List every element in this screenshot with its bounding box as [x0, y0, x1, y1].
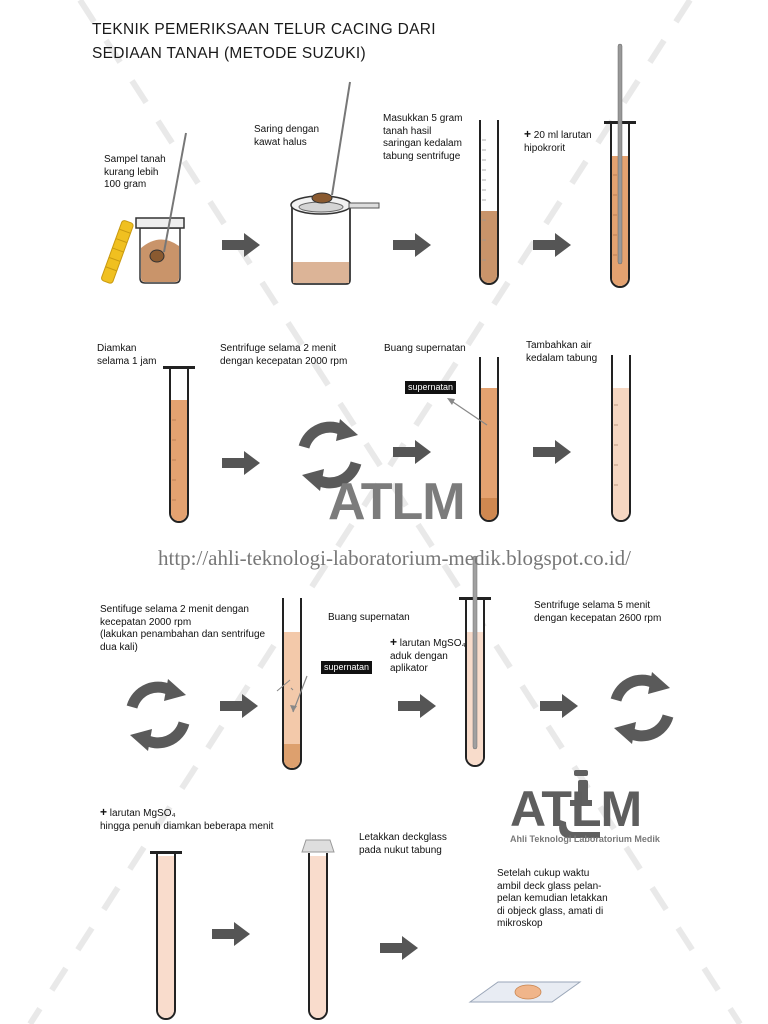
- label-soil-sample: Sampel tanah kurang lebih 100 gram: [104, 154, 166, 190]
- title-line-2: SEDIAAN TANAH (METODE SUZUKI): [92, 45, 366, 62]
- dashed-watermark-lines: [27, 0, 743, 1024]
- label-observe-microscope: Setelah cukup waktu ambil deck glass pel…: [497, 868, 608, 929]
- label-rest-1-hour: Diamkan selama 1 jam: [97, 343, 157, 367]
- test-tube-5g-soil: [479, 120, 499, 285]
- plus-icon: +: [100, 805, 108, 819]
- title-line-1: TEKNIK PEMERIKSAAN TELUR CACING DARI: [92, 21, 436, 38]
- sieve-beaker-illustration: [290, 81, 380, 285]
- test-tube-mgso4-stirred: [459, 555, 491, 767]
- watermark-center-logo: ATLM: [328, 473, 466, 531]
- test-tube-supernatant: [447, 357, 499, 522]
- watermark-url: http://ahli-teknologi-laboratorium-medik…: [158, 546, 632, 570]
- label-mgso4-stir: + larutan MgSO₄ aduk dengan aplikator: [390, 635, 466, 674]
- label-mgso4-full: + larutan MgSO₄ hingga penuh diamkan beb…: [100, 805, 274, 832]
- label-discard-supernatant: Buang supernatan: [384, 343, 466, 354]
- supernatant-tag: supernatan: [405, 381, 457, 394]
- microscope-logo-icon: [559, 770, 600, 838]
- test-tube-with-water: [611, 355, 631, 522]
- label-add-water: Tambahkan air kedalam tabung: [526, 340, 598, 364]
- label-deckglass: Letakkan deckglass pada nukut tabung: [359, 832, 447, 856]
- label-add-5g: Masukkan 5 gram tanah hasil saringan ked…: [383, 113, 463, 162]
- plus-icon: +: [524, 127, 532, 141]
- label-centrifuge-2000: Sentrifuge selama 2 menit dengan kecepat…: [220, 343, 348, 367]
- label-filter: Saring dengan kawat halus: [254, 124, 320, 148]
- label-hypochlorite: + 20 ml larutan hipokrorit: [524, 127, 592, 154]
- plus-icon: +: [390, 635, 398, 649]
- label-centrifuge-repeat: Sentifuge selama 2 menit dengan kecepata…: [100, 604, 266, 653]
- test-tube-supernatant-2: [276, 598, 308, 770]
- test-tube-hypochlorite: [604, 43, 636, 288]
- atlm-logo: ATLM: [510, 781, 642, 837]
- test-tube-resting: [163, 366, 195, 523]
- test-tube-deckglass: [301, 839, 335, 1020]
- atlm-logo-subtitle: Ahli Teknologi Laboratorium Medik: [510, 834, 660, 844]
- object-glass-slide: [468, 981, 582, 1003]
- centrifuge-cycle-icon-3: [614, 672, 670, 744]
- label-discard-supernatant-2: Buang supernatan: [328, 612, 410, 623]
- supernatant-tag-2: supernatan: [321, 661, 373, 674]
- soil-jar-illustration: [101, 132, 187, 284]
- centrifuge-cycle-icon-2: [130, 679, 186, 751]
- label-centrifuge-2600: Sentrifuge selama 5 menit dengan kecepat…: [534, 600, 662, 624]
- test-tube-full-mgso4: [150, 851, 182, 1020]
